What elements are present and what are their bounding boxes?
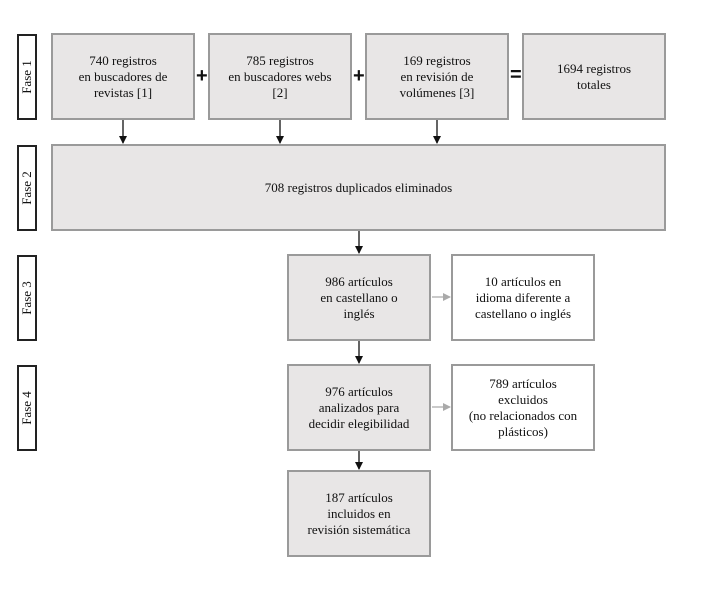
analyzed-articles-box: 976 artículos analizados para decidir el… (287, 364, 431, 451)
journal-search-records-box: 740 registros en buscadores de revistas … (51, 33, 195, 120)
total-records-box: 1694 registros totales (522, 33, 666, 120)
equals-sign: = (510, 64, 522, 86)
duplicates-removed-box: 708 registros duplicados eliminados (51, 144, 666, 231)
web-search-records-box: 785 registros en buscadores webs [2] (208, 33, 352, 120)
phase-label-3: Fase 3 (17, 255, 37, 341)
phase-label-1: Fase 1 (17, 34, 37, 120)
excluded-articles-box: 789 artículos excluidos (no relacionados… (451, 364, 595, 451)
plus-sign-2: + (353, 65, 365, 87)
volume-review-records-box: 169 registros en revisión de volúmenes [… (365, 33, 509, 120)
other-language-articles-box: 10 artículos en idioma diferente a caste… (451, 254, 595, 341)
spanish-english-articles-box: 986 artículos en castellano o inglés (287, 254, 431, 341)
phase-label-2: Fase 2 (17, 145, 37, 231)
phase-label-4: Fase 4 (17, 365, 37, 451)
included-articles-box: 187 artículos incluidos en revisión sist… (287, 470, 431, 557)
plus-sign-1: + (196, 65, 208, 87)
